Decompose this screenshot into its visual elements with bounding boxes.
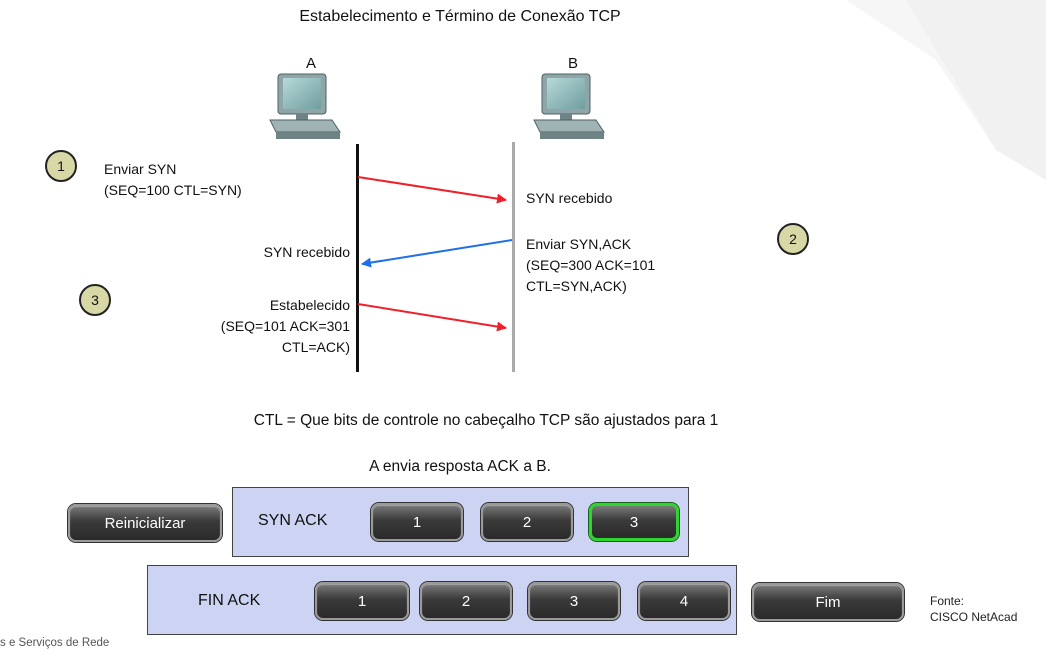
step-3-badge: 3 <box>79 284 111 316</box>
fin-ack-label: FIN ACK <box>198 592 261 609</box>
reset-button[interactable]: Reinicializar <box>68 504 222 542</box>
step-2-badge: 2 <box>777 223 809 255</box>
a-syn-received-text: SYN recebido <box>263 244 350 260</box>
synack-arrow <box>361 239 513 268</box>
source-name: CISCO NetAcad <box>930 610 1018 624</box>
syn-arrow <box>357 176 507 204</box>
send-synack-line-2: (SEQ=300 ACK=101 <box>526 257 656 273</box>
syn-ack-panel: SYN ACK 1 2 3 <box>232 487 689 557</box>
send-syn-line-1: Enviar SYN <box>104 161 177 177</box>
fin-step-3-button[interactable]: 3 <box>528 582 620 620</box>
syn-ack-label: SYN ACK <box>258 512 328 529</box>
syn-step-2-button[interactable]: 2 <box>481 503 573 541</box>
fin-ack-panel: FIN ACK 1 2 3 4 <box>147 565 737 635</box>
host-a-label: A <box>305 55 316 72</box>
established-text: Estabelecido (SEQ=101 ACK=301 CTL=ACK) <box>180 295 350 358</box>
computer-icon <box>533 73 605 139</box>
host-b-label: B <box>567 55 578 72</box>
send-synack-text: Enviar SYN,ACK (SEQ=300 ACK=101 CTL=SYN,… <box>526 234 655 297</box>
established-line-2: (SEQ=101 ACK=301 <box>220 318 350 334</box>
timeline-a <box>356 144 359 372</box>
end-button[interactable]: Fim <box>752 583 904 621</box>
course-footer: s e Serviços de Rede <box>0 637 110 649</box>
send-syn-line-2: (SEQ=100 CTL=SYN) <box>104 182 242 198</box>
ack-arrow <box>357 303 507 332</box>
send-synack-line-1: Enviar SYN,ACK <box>526 236 632 252</box>
corner-decoration <box>846 0 1046 180</box>
send-synack-line-3: CTL=SYN,ACK) <box>526 278 627 294</box>
status-text: A envia resposta ACK a B. <box>369 458 551 475</box>
computer-icon <box>269 73 341 139</box>
syn-step-1-button[interactable]: 1 <box>371 503 463 541</box>
source-note: Fonte: CISCO NetAcad <box>930 593 1017 625</box>
fin-step-2-button[interactable]: 2 <box>420 582 512 620</box>
diagram-title: Estabelecimento e Término de Conexão TCP <box>299 8 621 25</box>
step-1-badge: 1 <box>45 150 77 182</box>
send-syn-text: Enviar SYN (SEQ=100 CTL=SYN) <box>104 159 242 201</box>
timeline-b <box>512 142 515 372</box>
source-label: Fonte: <box>930 594 965 608</box>
fin-step-1-button[interactable]: 1 <box>315 582 409 620</box>
syn-step-3-button[interactable]: 3 <box>589 503 679 541</box>
established-line-1: Estabelecido <box>269 297 350 313</box>
ctl-note: CTL = Que bits de controle no cabeçalho … <box>253 412 719 429</box>
fin-step-4-button[interactable]: 4 <box>638 582 730 620</box>
b-syn-received-text: SYN recebido <box>526 190 613 206</box>
established-line-3: CTL=ACK) <box>281 339 350 355</box>
